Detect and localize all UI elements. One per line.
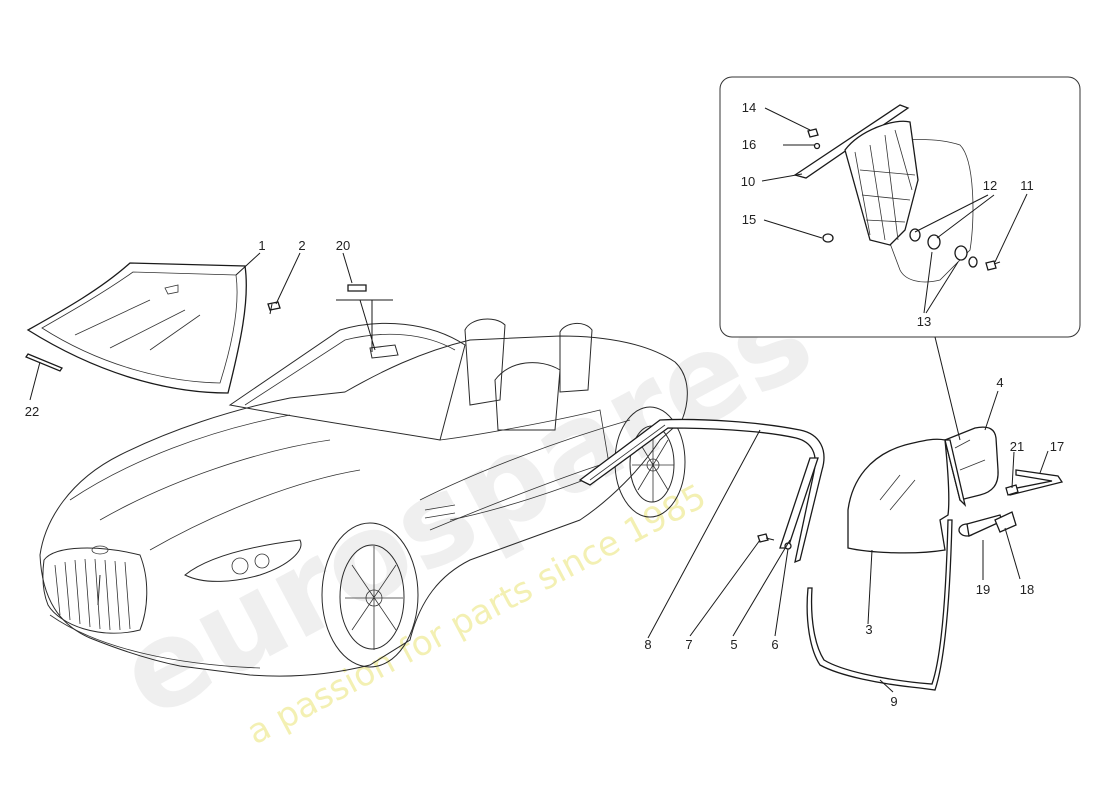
callout-6: 6	[771, 637, 778, 652]
leader-lines	[29, 107, 1049, 693]
seal-part-9	[806, 519, 953, 691]
knob-part-19	[958, 514, 1003, 537]
callout-labels: 1 2 3 4 5 6 7 8 9 10 11 12 13 14 15 16 1…	[25, 100, 1064, 709]
callout-22: 22	[25, 404, 39, 419]
quarter-glass-part-4	[944, 426, 999, 508]
callout-3: 3	[865, 622, 872, 637]
door-glass-part-3	[847, 438, 950, 554]
callout-14: 14	[742, 100, 756, 115]
pin-part-20	[347, 284, 367, 292]
windshield-part-1	[26, 262, 247, 394]
seal-part-8	[578, 418, 825, 564]
callout-7: 7	[685, 637, 692, 652]
callout-12: 12	[983, 178, 997, 193]
block-part-18	[994, 511, 1017, 533]
callout-13: 13	[917, 314, 931, 329]
clip-part-2	[267, 301, 281, 315]
callout-19: 19	[976, 582, 990, 597]
callout-17: 17	[1050, 439, 1064, 454]
callout-8: 8	[644, 637, 651, 652]
callout-9: 9	[890, 694, 897, 709]
callout-11: 11	[1020, 178, 1034, 193]
callout-1: 1	[258, 238, 265, 253]
callout-2: 2	[298, 238, 305, 253]
callout-18: 18	[1020, 582, 1034, 597]
callout-15: 15	[742, 212, 756, 227]
regulator-assembly	[793, 104, 1001, 283]
screw-part-7	[757, 533, 775, 543]
callout-4: 4	[996, 375, 1003, 390]
callout-10: 10	[741, 174, 755, 189]
strip-part-22	[25, 353, 63, 372]
callout-5: 5	[730, 637, 737, 652]
callout-20: 20	[336, 238, 350, 253]
callout-16: 16	[742, 137, 756, 152]
callout-21: 21	[1010, 439, 1024, 454]
bracket-part-21	[1005, 484, 1019, 496]
